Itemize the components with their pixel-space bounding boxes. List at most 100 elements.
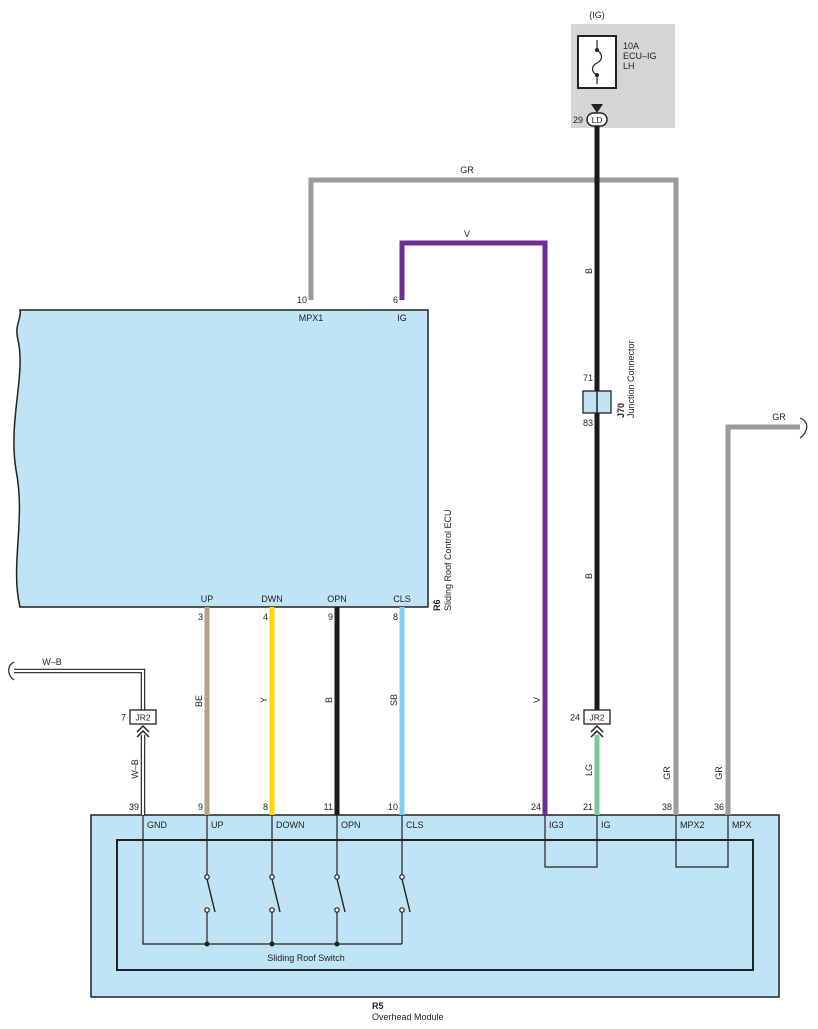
ecu-pin-name: IG [397, 313, 407, 323]
wire-label-gr-right: GR [772, 412, 786, 422]
wire-label-v-lower: V [532, 697, 542, 703]
ecu-pin-name: UP [201, 594, 214, 604]
jr2-right-label: JR2 [589, 713, 604, 723]
module-pin-name: CLS [406, 820, 424, 830]
switch-contact-up [206, 878, 216, 913]
wire-label-gr-top: GR [460, 165, 474, 175]
module-body [90, 814, 780, 998]
fuse-name: ECU–IG [623, 51, 657, 61]
ecu-pin-name: OPN [327, 594, 347, 604]
chevron-up-icon [590, 729, 604, 738]
module-pin-number: 10 [388, 802, 398, 812]
module-pin-name: IG [601, 820, 611, 830]
wire-w-b-left [14, 668, 146, 710]
ecu-pin-number: 4 [263, 612, 268, 622]
fuse-terminal-icon [595, 73, 599, 77]
wire-label-y: Y [259, 697, 269, 703]
ld-connector-label: LD [592, 115, 603, 125]
ld-connector-oval [586, 112, 608, 127]
module-pin-name: IG3 [549, 820, 564, 830]
switch-label: Sliding Roof Switch [267, 953, 345, 963]
ecu-pin-name: DWN [261, 594, 283, 604]
jr2-left-body [129, 709, 157, 725]
ecu-r6 [13, 309, 429, 608]
jr2-connector-right: JR2 24 [570, 709, 611, 738]
fuse-side: LH [623, 61, 635, 71]
switch-ground-bus [142, 815, 402, 945]
wire-label-be: BE [194, 695, 204, 707]
switch-contact-cls [401, 878, 411, 913]
junction-dot [269, 941, 275, 947]
ecu-body [13, 309, 429, 608]
junction-name: Junction Connector [626, 340, 636, 418]
jr2-right-pin: 24 [570, 713, 580, 723]
overhead-module-r5 [90, 814, 780, 998]
internal-ig-link [544, 815, 598, 868]
module-pin-number: 21 [583, 802, 593, 812]
module-pin-number: 11 [324, 802, 333, 812]
fuse-element-icon [591, 40, 603, 84]
wire-gr-mpx [725, 424, 800, 815]
wire-label-gr-mpx2: GR [662, 766, 672, 780]
ecu-pin-name: MPX1 [299, 313, 324, 323]
junction-dot [334, 941, 340, 947]
wire-label-lg: LG [584, 764, 594, 776]
fuse-box: (IG) 10A ECU–IG LH [571, 10, 675, 128]
module-pin-name: GND [147, 820, 168, 830]
module-pin-name: DOWN [276, 820, 305, 830]
module-pin-number: 8 [263, 802, 268, 812]
arrow-down-icon [591, 104, 603, 113]
module-pin-number: 38 [662, 802, 672, 812]
module-pin-number: 9 [198, 802, 203, 812]
power-source-label: (IG) [589, 10, 605, 20]
module-pin-number: 39 [129, 802, 139, 812]
wire-break-icon [8, 661, 15, 681]
fuse-terminal-icon [595, 48, 599, 52]
module-pin-number: 24 [531, 802, 541, 812]
junction-pin-bottom: 83 [583, 418, 593, 428]
chevron-up-icon [590, 724, 604, 733]
module-pin-number: 36 [714, 802, 724, 812]
wire-v-ig-ig3 [399, 240, 548, 815]
jr2-left-pin: 7 [121, 713, 126, 723]
switch-contact-opn [336, 878, 346, 913]
wire-label-gr-mpx: GR [714, 766, 724, 780]
ecu-pin-number: 6 [393, 295, 398, 305]
module-pin-name: OPN [341, 820, 361, 830]
wire-label-b-lower: B [584, 573, 594, 579]
junction-connector-j70: 71 83 J70 Junction Connector [582, 340, 636, 428]
wire-label-w-b-vertical: W–B [130, 759, 140, 779]
junction-pin-top: 71 [583, 373, 593, 383]
wire-label-sb: SB [389, 694, 399, 706]
wire-label-v-top: V [464, 229, 470, 239]
ecu-pin-number: 9 [328, 612, 333, 622]
wire-gr-mpx1-mpx2 [308, 177, 679, 815]
module-name: Overhead Module [372, 1012, 444, 1022]
sliding-roof-switch-box [116, 839, 754, 971]
ecu-pin-number: 10 [297, 295, 307, 305]
ld-connector: LD 29 [573, 104, 608, 127]
ecu-pin-name: CLS [393, 594, 411, 604]
wire-break-icon [799, 417, 808, 439]
module-pin-name: MPX [732, 820, 752, 830]
ld-pin-number: 29 [573, 115, 583, 125]
ecu-name: Sliding Roof Control ECU [443, 509, 453, 611]
chevron-up-icon [136, 729, 150, 738]
module-id: R5 [372, 1001, 384, 1011]
ecu-pin-number: 8 [393, 612, 398, 622]
wire-label-w-b-left: W–B [42, 657, 62, 667]
jr2-left-label: JR2 [135, 713, 150, 723]
ecu-pin-number: 3 [198, 612, 203, 622]
module-pin-name: MPX2 [680, 820, 705, 830]
jr2-connector-left: JR2 7 [121, 709, 157, 738]
ecu-id: R6 [432, 599, 442, 611]
jr2-right-body [583, 709, 611, 725]
wire-label-b-upper: B [584, 268, 594, 274]
junction-dot [204, 941, 210, 947]
sliding-roof-switch: Sliding Roof Switch [142, 815, 411, 963]
module-pin-name: UP [211, 820, 224, 830]
chevron-up-icon [136, 724, 150, 733]
fuse-rating: 10A [623, 41, 639, 51]
wire-label-b-opn: B [324, 697, 334, 703]
